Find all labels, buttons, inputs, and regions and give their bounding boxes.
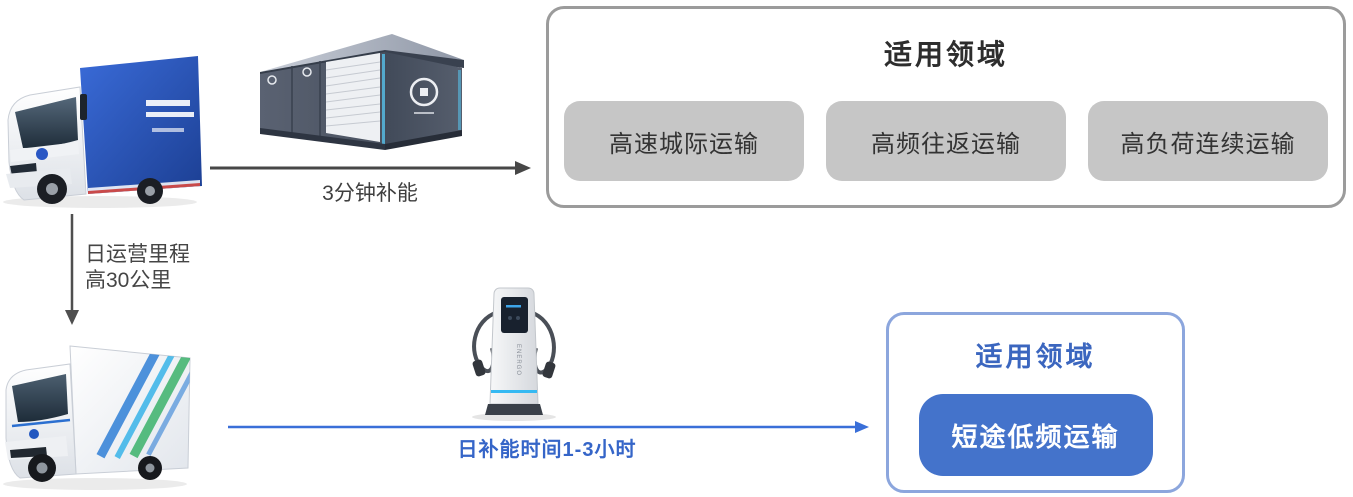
chip-highload-continuous: 高负荷连续运输 bbox=[1088, 101, 1328, 181]
arrow-down-branch bbox=[65, 214, 79, 325]
roof bbox=[260, 34, 464, 72]
cargo-box bbox=[80, 56, 202, 194]
chip-short-distance-lowfreq: 短途低频运输 bbox=[918, 394, 1153, 476]
panel-title-top: 适用领域 bbox=[883, 39, 1008, 70]
screen bbox=[501, 297, 528, 333]
chip-highspeed-intercity: 高速城际运输 bbox=[564, 101, 804, 181]
dc-charging-pile-image: ENERGO bbox=[472, 287, 556, 421]
windshield bbox=[12, 374, 68, 422]
daily-mileage-line1: 日运营里程 bbox=[85, 243, 190, 266]
logo-side-text bbox=[414, 112, 434, 114]
daily-mileage-line2: 高30公里 bbox=[85, 269, 172, 292]
roller-door bbox=[326, 53, 380, 142]
electric-truck-top-image bbox=[3, 56, 202, 208]
logo-front-small bbox=[267, 75, 277, 85]
arrow-right-top bbox=[210, 161, 531, 175]
blue-accent-line bbox=[11, 418, 71, 428]
roof-right-beam bbox=[385, 50, 464, 68]
rear-hub bbox=[145, 463, 155, 473]
battery-swap-station-image bbox=[260, 34, 464, 150]
door-slats bbox=[325, 61, 381, 127]
base-side bbox=[385, 130, 462, 150]
chip-row: 高速城际运输 高频往返运输 高负荷连续运输 bbox=[549, 101, 1343, 181]
panel-seams bbox=[291, 61, 321, 139]
connector-right bbox=[542, 361, 556, 379]
screen-dot bbox=[508, 316, 512, 320]
brand-logo bbox=[29, 429, 39, 439]
logo-front-small2 bbox=[302, 67, 312, 77]
connector-left bbox=[472, 359, 486, 377]
led-strip-right bbox=[458, 70, 461, 130]
panel-title-bottom: 适用领域 bbox=[975, 342, 1096, 372]
pile-brand-text: ENERGO bbox=[515, 344, 521, 376]
base-front bbox=[260, 128, 385, 150]
screen-dot2 bbox=[516, 316, 520, 320]
applicable-fields-panel-bottom: 适用领域 短途低频运输 bbox=[886, 312, 1185, 493]
logo-side-large bbox=[409, 77, 439, 107]
mirror bbox=[80, 94, 87, 120]
pile-base bbox=[485, 404, 543, 415]
box-graphics bbox=[146, 100, 194, 132]
screen-blue-bar bbox=[506, 305, 521, 308]
arrow-right-bottom bbox=[228, 421, 869, 433]
charge-time-label: 日补能时间1-3小时 bbox=[457, 439, 637, 461]
electric-truck-bottom-image bbox=[3, 345, 191, 490]
led-strip bbox=[491, 390, 537, 393]
swap-time-label: 3分钟补能 bbox=[322, 182, 418, 205]
led-strip-near bbox=[382, 54, 385, 144]
front-hub bbox=[46, 183, 58, 195]
rear-hub bbox=[145, 186, 155, 196]
shadow bbox=[3, 478, 187, 490]
brand-logo bbox=[36, 148, 48, 160]
applicable-fields-panel-top: 适用领域 高速城际运输 高频往返运输 高负荷连续运输 bbox=[546, 6, 1346, 208]
side-face bbox=[385, 52, 462, 146]
logo-side-mark bbox=[420, 88, 428, 96]
box-livery-stripes bbox=[96, 346, 190, 459]
daily-mileage-label: 日运营里程 高30公里 bbox=[85, 242, 190, 294]
front-hub bbox=[36, 462, 48, 474]
chip-highfreq-roundtrip: 高频往返运输 bbox=[826, 101, 1066, 181]
windshield bbox=[15, 97, 78, 148]
